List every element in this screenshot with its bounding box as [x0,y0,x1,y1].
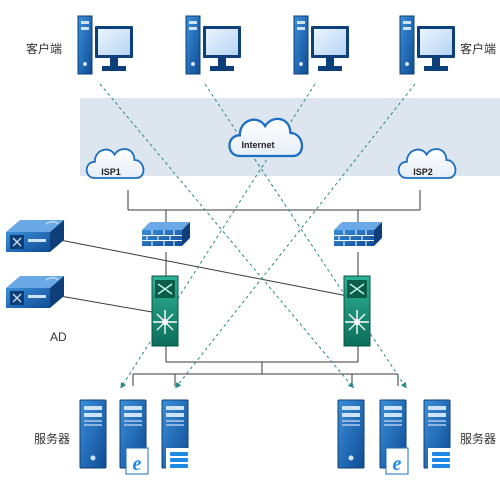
client-computer-2 [185,15,242,75]
server-right-1-icon [337,399,365,469]
client-label-left: 客户端 [26,42,63,56]
backbone-lines [59,190,421,386]
ad-device-1-icon [5,219,65,253]
server-left-1-icon [79,399,107,469]
server-label-right: 服务器 [460,432,497,446]
server-label-left: 服务器 [34,432,71,446]
ad-label: AD [50,330,67,344]
client-computer-4 [399,15,456,75]
svg-text:e: e [393,453,402,475]
client-computer-3 [293,15,350,75]
database-server-right-icon [423,399,454,472]
database-server-left-icon [161,399,192,472]
core-switch-right-icon [343,275,371,347]
internet-label: Internet [241,140,274,150]
isp2-label: ISP2 [413,167,433,177]
firewall-left-icon [141,221,191,247]
web-server-left-icon: e [119,399,149,475]
client-computer-1 [77,15,134,75]
client-label-right: 客户端 [460,42,497,56]
svg-text:e: e [133,453,142,475]
isp1-label: ISP1 [101,167,121,177]
core-switch-left-icon [151,275,179,347]
web-server-right-icon: e [379,399,409,475]
ad-device-2-icon [5,275,65,309]
firewall-right-icon [333,221,383,247]
